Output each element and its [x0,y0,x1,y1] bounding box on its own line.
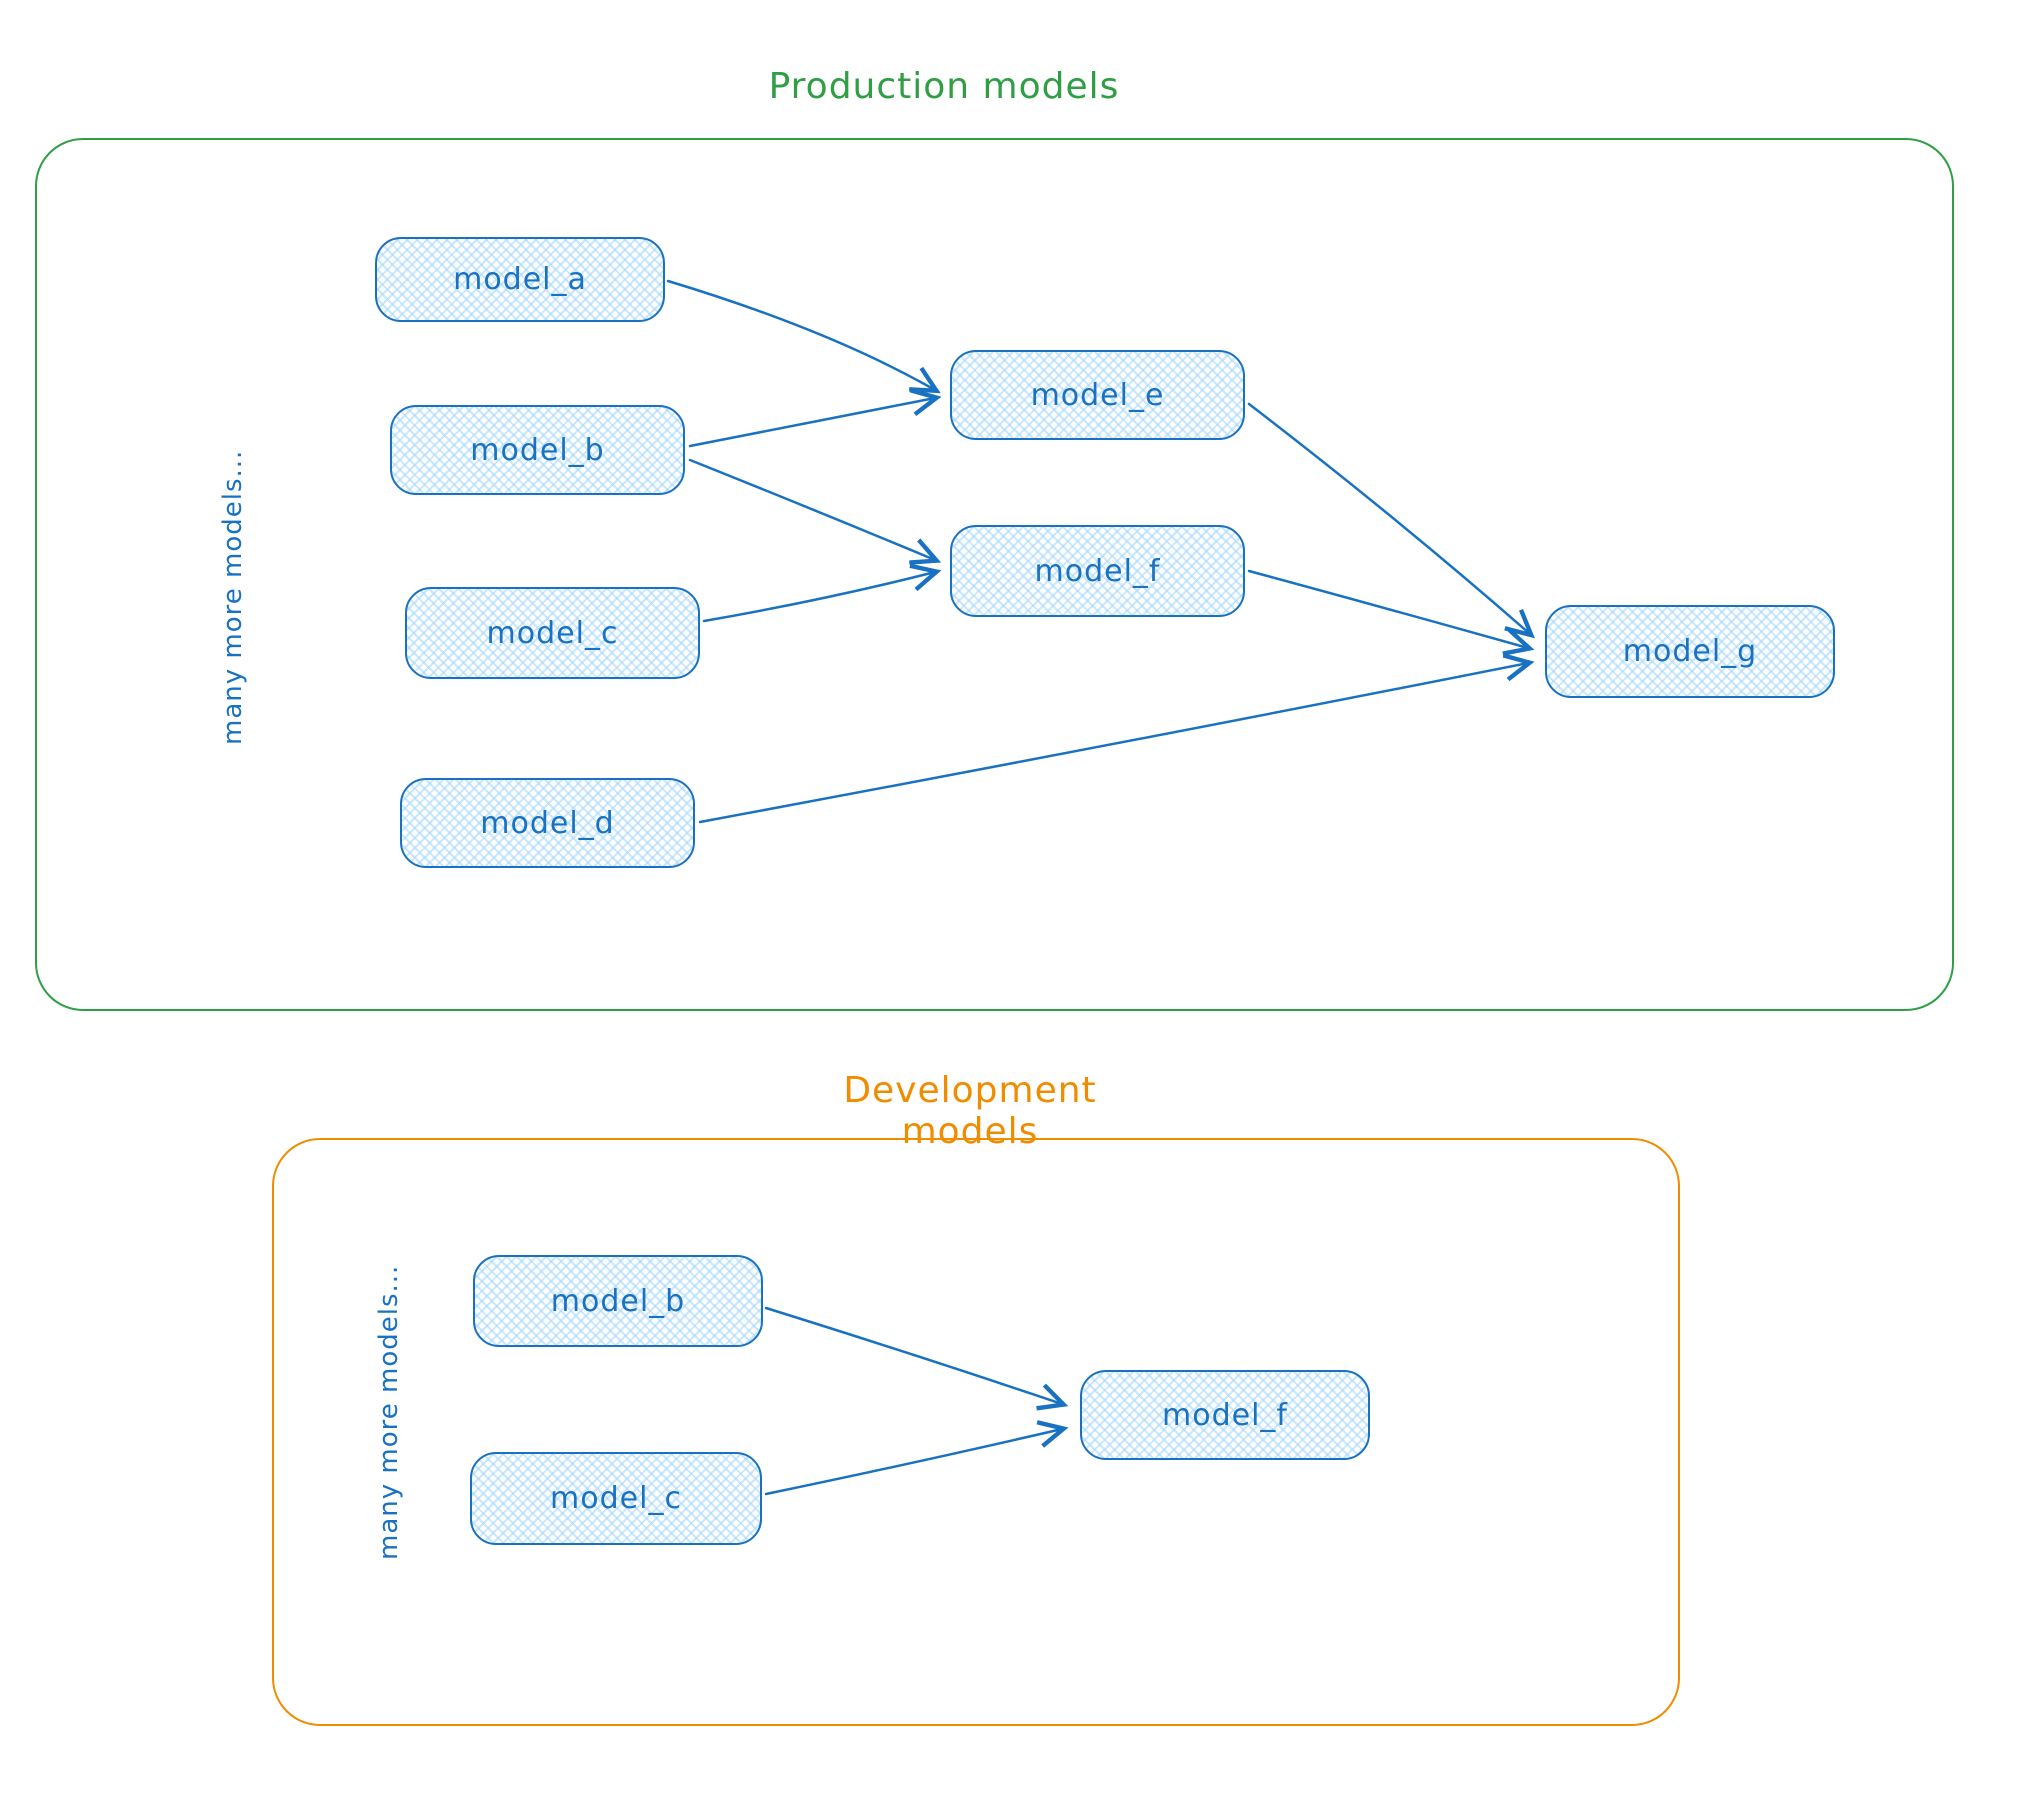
production-side-label: many more models... [218,449,248,745]
node-production-model-f: model_f [950,525,1245,617]
node-label-model-c: model_c [486,615,619,651]
node-production-model-b: model_b [390,405,685,495]
node-development-model-f: model_f [1080,1370,1370,1460]
node-label-model-d: model_d [480,805,615,841]
production-section-container [35,138,1954,1011]
node-production-model-e: model_e [950,350,1245,440]
node-label-dev-model-c: model_c [550,1481,682,1516]
node-label-model-f: model_f [1034,553,1161,589]
node-production-model-d: model_d [400,778,695,868]
development-side-label: many more models... [374,1264,404,1560]
node-label-model-g: model_g [1622,634,1758,669]
node-production-model-c: model_c [405,587,700,679]
node-label-dev-model-b: model_b [550,1283,686,1319]
node-label-dev-model-f: model_f [1162,1397,1288,1433]
node-development-model-b: model_b [473,1255,763,1347]
node-development-model-c: model_c [470,1452,762,1545]
development-section-title: Development models [843,1070,1097,1152]
node-label-model-e: model_e [1030,377,1165,413]
node-production-model-a: model_a [375,237,665,322]
node-label-model-b: model_b [470,432,605,468]
production-section-title: Production models [768,66,1120,107]
development-section-container [272,1138,1680,1726]
node-production-model-g: model_g [1545,605,1835,698]
node-label-model-a: model_a [453,262,587,297]
